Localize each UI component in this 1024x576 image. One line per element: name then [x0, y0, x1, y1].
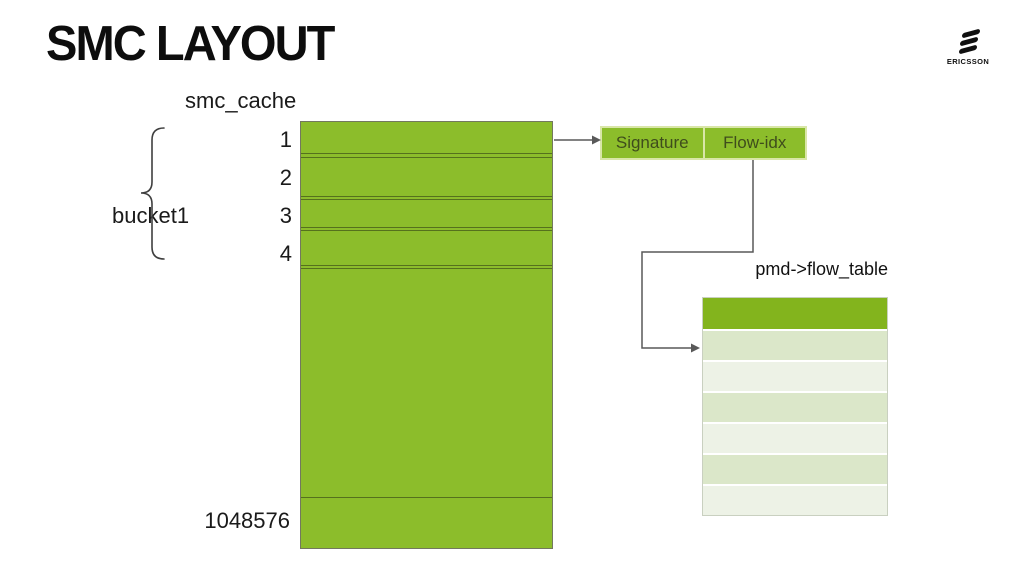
- row-separator: [301, 230, 552, 231]
- flow-table-row: [703, 424, 887, 453]
- row-separator: [301, 227, 552, 228]
- ericsson-logo-icon: [946, 28, 990, 55]
- row-separator: [301, 196, 552, 197]
- flow-table-row: [703, 486, 887, 515]
- page-title: SMC LAYOUT: [46, 17, 335, 71]
- row-separator: [301, 157, 552, 158]
- signature-flowidx-box: Signature Flow-idx: [600, 126, 807, 160]
- signature-cell: Signature: [602, 128, 703, 158]
- flow-table-row: [703, 331, 887, 360]
- smc-cache-label: smc_cache: [185, 88, 297, 113]
- flow-idx-cell: Flow-idx: [704, 128, 805, 158]
- flow-table-row: [703, 455, 887, 484]
- row-separator: [301, 497, 552, 498]
- row-separator: [301, 268, 552, 269]
- ericsson-logo-text: ERICSSON: [946, 57, 990, 66]
- cache-row-index-1: 1: [279, 127, 292, 152]
- flow-table: [702, 297, 888, 516]
- smc-cache-block: [300, 121, 553, 549]
- cache-row-index-3: 3: [279, 203, 292, 228]
- flow-table-row: [703, 362, 887, 391]
- cache-row-index-4: 4: [279, 241, 292, 266]
- bucket1-label: bucket1: [112, 203, 190, 228]
- flow-table-row: [703, 393, 887, 422]
- flow-table-header-row: [703, 298, 887, 329]
- row-separator: [301, 153, 552, 154]
- bucket-brace: [140, 127, 165, 260]
- flow-table-label: pmd->flow_table: [755, 259, 888, 279]
- row-separator: [301, 199, 552, 200]
- cache-row-index-2: 2: [279, 165, 292, 190]
- row-separator: [301, 265, 552, 266]
- ericsson-logo: ERICSSON: [946, 28, 990, 66]
- cache-last-index-label: 1048576: [204, 508, 290, 533]
